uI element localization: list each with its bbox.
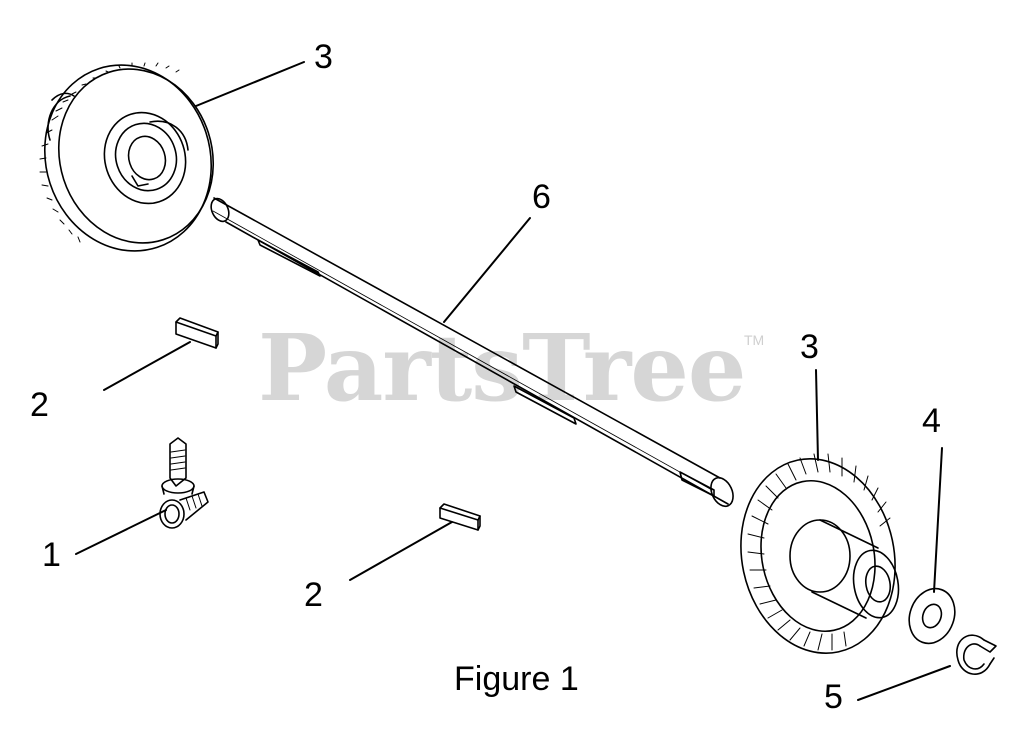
shaft-part — [210, 197, 734, 508]
leader-gear-bevel — [815, 369, 819, 461]
figure-caption: Figure 1 — [454, 660, 579, 698]
key-upper-part — [175, 317, 219, 349]
callout-retaining-ring: 5 — [824, 678, 843, 716]
retaining-ring-part — [956, 634, 997, 675]
callout-gear-bevel: 3 — [800, 328, 819, 366]
leader-key-upper — [103, 341, 191, 391]
callout-key-upper: 2 — [30, 386, 49, 424]
callout-shaft: 6 — [532, 178, 551, 216]
leader-gear-top — [195, 61, 305, 107]
watermark-logo: PartsTree — [258, 314, 746, 422]
gear-top-part — [39, 62, 215, 252]
callout-washer: 4 — [922, 402, 941, 440]
leader-shaft — [443, 217, 531, 323]
callout-key-lower: 2 — [304, 576, 323, 614]
screws-part — [159, 437, 209, 529]
washer-part — [908, 587, 956, 645]
gear-bevel-part — [740, 453, 900, 654]
leader-key-lower — [349, 521, 453, 581]
callout-screws: 1 — [42, 536, 61, 574]
watermark-trademark: TM — [744, 332, 765, 348]
leader-washer — [933, 447, 943, 593]
leader-lines — [75, 61, 951, 701]
key-lower-part — [439, 503, 481, 531]
leader-retaining-ring — [857, 665, 951, 701]
leader-screws — [75, 509, 167, 555]
callout-gear-top: 3 — [314, 38, 333, 76]
